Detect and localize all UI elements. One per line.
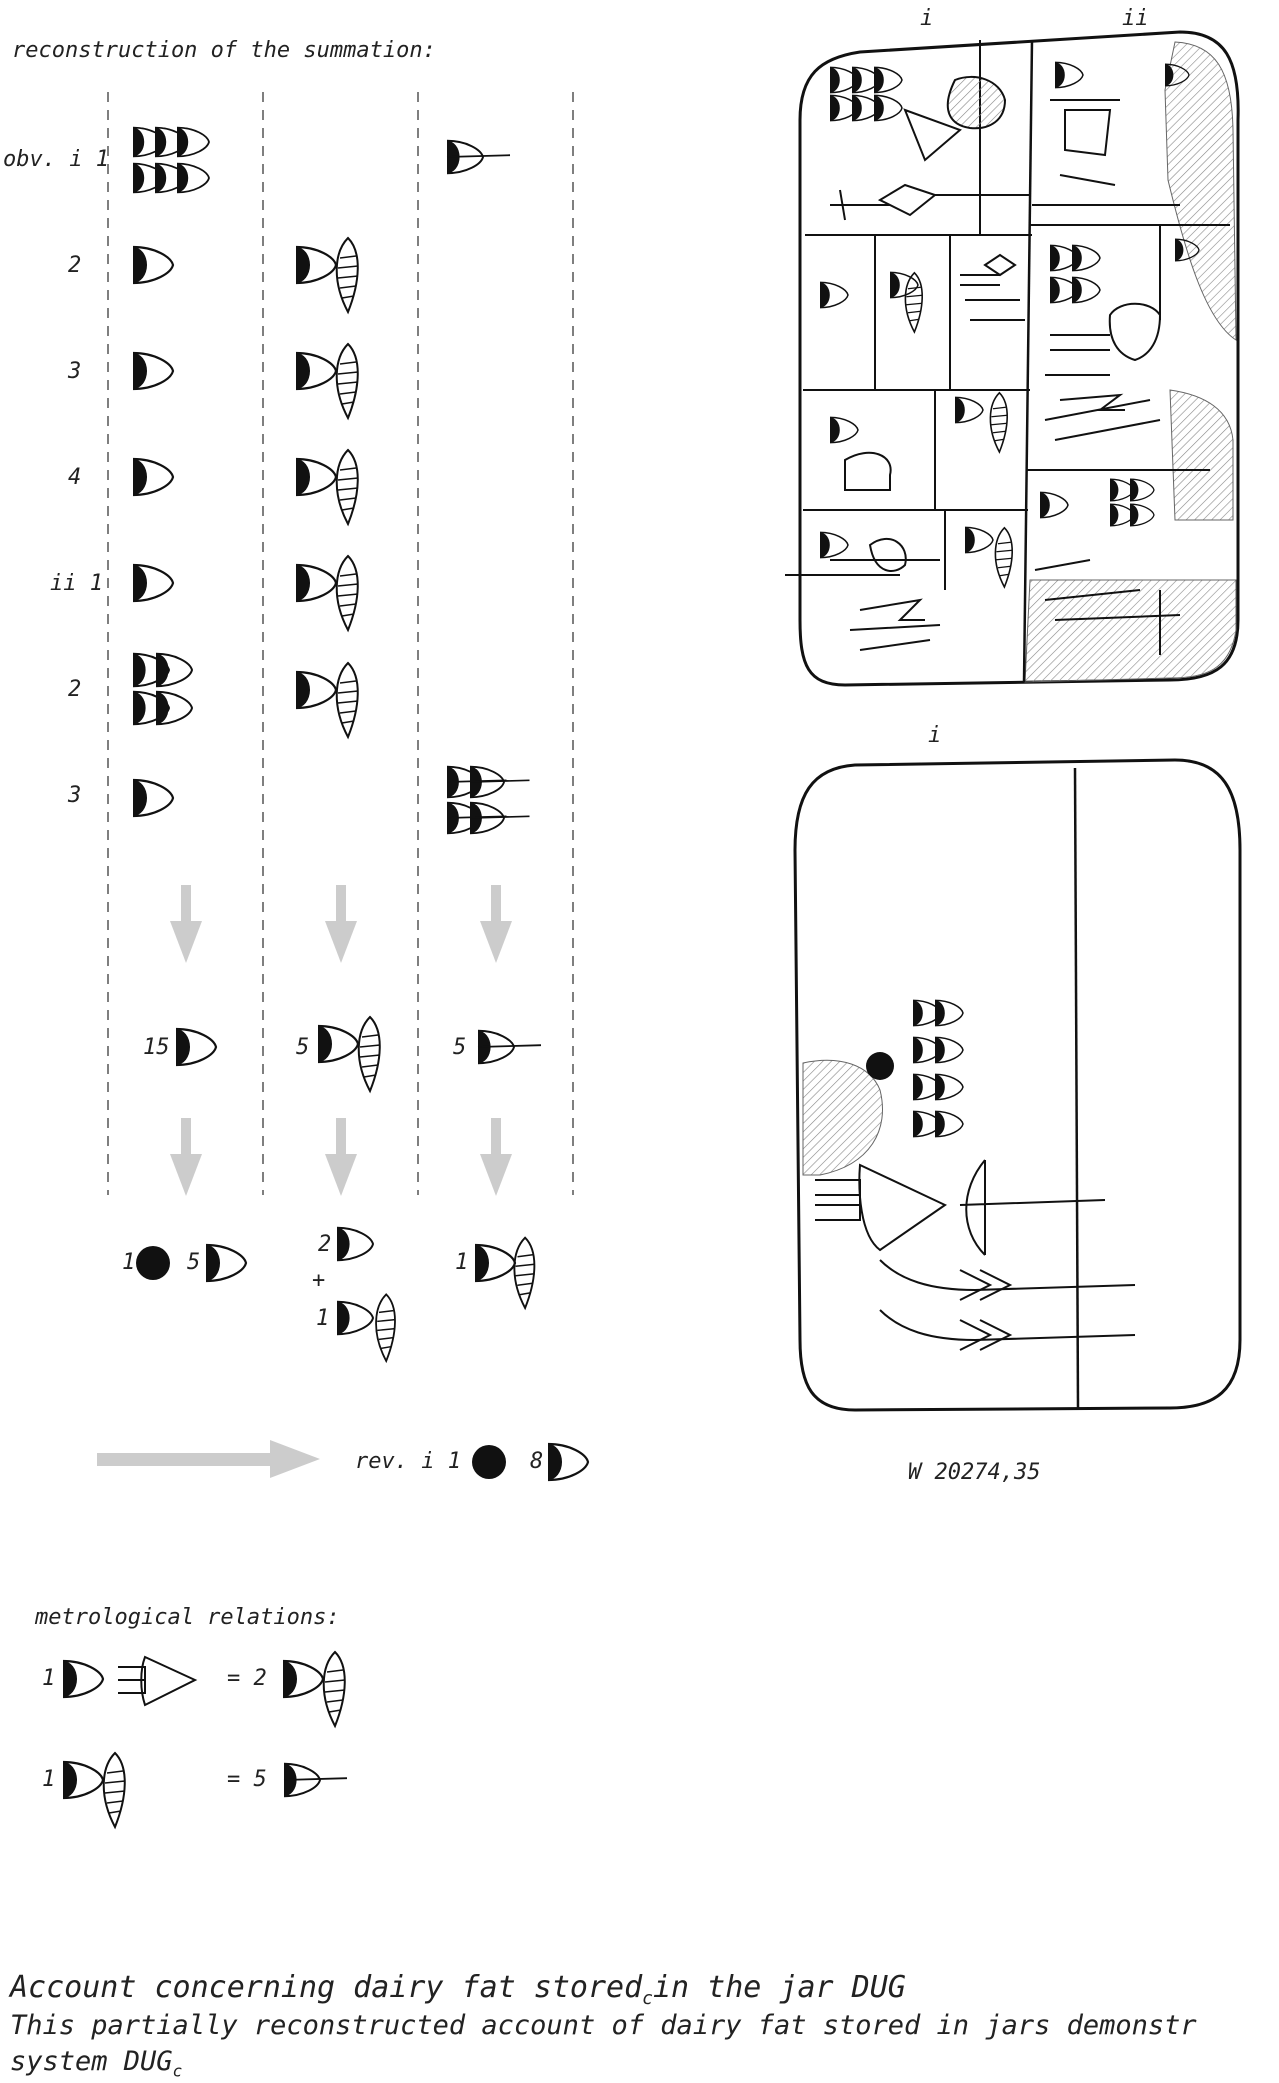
converted-col1-a: 1 [122,1250,135,1275]
metrology-rel2-eq: = 5 [227,1767,267,1792]
obverse-col-ii: ii [1122,6,1149,31]
caption-title-a: Account concerning dairy fat stored [10,1970,642,2005]
converted-col3: 1 [455,1250,468,1275]
converted-col2-b: 1 [316,1306,329,1331]
result-count: 8 [530,1449,543,1474]
converted-col2-a: 2 [318,1232,331,1257]
metrology-signs [63,1652,347,1827]
caption-body-line2: system DUGc [10,2046,182,2080]
row-2-signs [133,238,358,312]
total-col3: 5 [453,1035,466,1060]
reverse-col-i: i [928,723,941,748]
line-label-ii-1: ii 1 [50,571,103,596]
caption-title: Account concerning dairy fat storedcin t… [10,1970,906,2009]
caption-title-b: in the jar DUG [653,1970,906,2005]
caption-title-sub: c [642,1988,653,2009]
line-label-4: 4 [68,465,81,490]
line-label-3: 3 [68,359,81,384]
totals-signs [176,1017,541,1091]
row-ii-3-signs [133,767,530,834]
line-label-2: 2 [68,253,81,278]
museum-number: W 20274,35 [908,1460,1040,1485]
row-4-signs [133,450,358,524]
row-ii-1-signs [133,556,358,630]
row-ii-2-signs [133,654,358,737]
converted-signs [136,1228,535,1361]
down-arrows-2 [170,1118,512,1196]
metrology-rel2-left: 1 [42,1767,55,1792]
metrology-rel1-eq: = 2 [227,1666,267,1691]
metrology-rel1-left: 1 [42,1666,55,1691]
caption-body-line2-sub: c [173,2061,183,2080]
caption-body-line1: This partially reconstructed account of … [10,2010,1197,2041]
result-arrow [97,1440,320,1478]
line-label-ii-3: 3 [68,783,81,808]
obverse-col-i: i [920,6,933,31]
caption-body-line2-a: system DUG [10,2046,173,2077]
converted-col2-plus: + [312,1268,325,1293]
converted-col1-b: 5 [187,1250,200,1275]
metrology-heading: metrological relations: [35,1605,340,1630]
total-col2: 5 [296,1035,309,1060]
total-col1: 15 [143,1035,170,1060]
line-label-ii-2: 2 [68,677,81,702]
tablet-obverse [785,32,1238,685]
summation-heading: reconstruction of the summation: [12,38,436,63]
line-label-obv-i-1: obv. i 1 [3,147,109,172]
result-label: rev. i 1 [355,1449,461,1474]
tablet-reverse [795,760,1240,1410]
row-obv-i-1-signs [133,128,510,193]
down-arrows-1 [170,885,512,963]
row-3-signs [133,344,358,418]
